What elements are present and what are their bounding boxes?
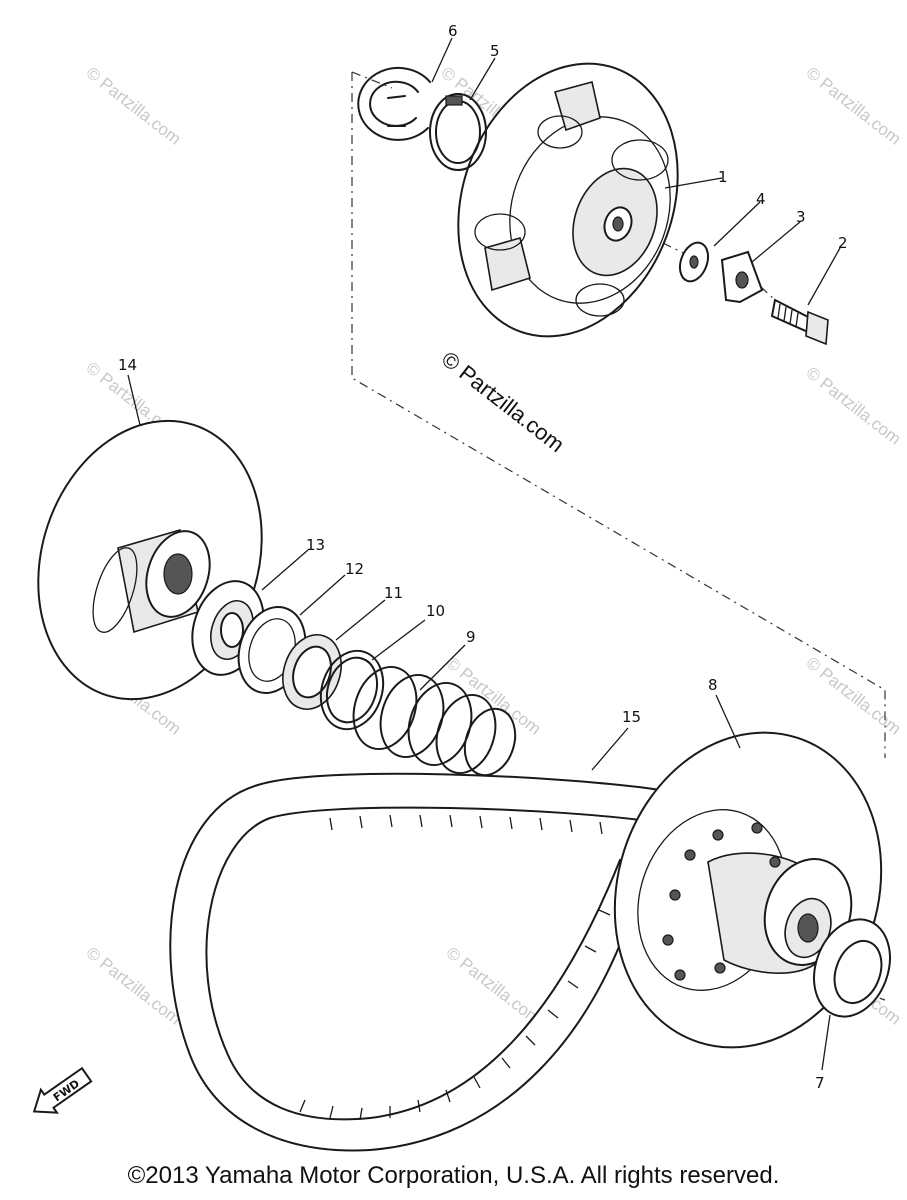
watermark-main: © Partzilla.com — [437, 346, 569, 457]
washer-7 — [813, 918, 891, 1018]
leader-lines-middle — [127, 374, 466, 691]
watermark-text: © Partzilla.com — [803, 63, 905, 149]
seat-10 — [319, 649, 385, 731]
watermark-text: © Partzilla.com — [83, 63, 185, 149]
part-number-4: 4 — [756, 190, 766, 208]
part-number-10: 10 — [426, 602, 445, 620]
fwd-arrow: FWD — [32, 1066, 93, 1114]
part-number-7: 7 — [815, 1074, 825, 1092]
part-number-labels: 1 2 3 4 5 6 7 8 9 10 11 12 13 14 15 — [118, 22, 848, 1092]
part-number-12: 12 — [345, 560, 364, 578]
part-number-15: 15 — [622, 708, 641, 726]
leader-line-15 — [591, 727, 629, 771]
ring-5 — [429, 93, 487, 171]
watermark-text: © Partzilla.com — [803, 363, 905, 449]
bolt-holes — [662, 822, 781, 981]
leader-line-8 — [715, 694, 741, 749]
secondary-sheave-8 — [613, 731, 883, 1049]
leader-line-7 — [821, 1014, 831, 1071]
belt-teeth — [299, 814, 611, 1121]
spring-9 — [352, 665, 517, 777]
part-number-11: 11 — [384, 584, 403, 602]
washer-4 — [678, 241, 710, 283]
leader-lines-upper — [431, 37, 841, 306]
part-number-8: 8 — [708, 676, 718, 694]
watermark-text: © Partzilla.com — [803, 653, 905, 739]
part-number-5: 5 — [490, 42, 500, 60]
watermark-text: © Partzilla.com — [443, 653, 545, 739]
part-number-6: 6 — [448, 22, 458, 40]
part-number-9: 9 — [466, 628, 476, 646]
part-number-2: 2 — [838, 234, 848, 252]
primary-sheave — [457, 62, 679, 338]
copyright-notice: ©2013 Yamaha Motor Corporation, U.S.A. A… — [127, 1162, 780, 1189]
part-number-13: 13 — [306, 536, 325, 554]
circlip-6 — [357, 66, 431, 141]
lock-washer-3 — [720, 250, 764, 304]
part-number-1: 1 — [718, 168, 728, 186]
watermark-text: © Partzilla.com — [443, 943, 545, 1029]
watermark-text: © Partzilla.com — [83, 943, 185, 1029]
v-belt-15 — [169, 772, 662, 1152]
bolt-2 — [770, 298, 829, 346]
part-number-14: 14 — [118, 356, 137, 374]
part-number-3: 3 — [796, 208, 806, 226]
